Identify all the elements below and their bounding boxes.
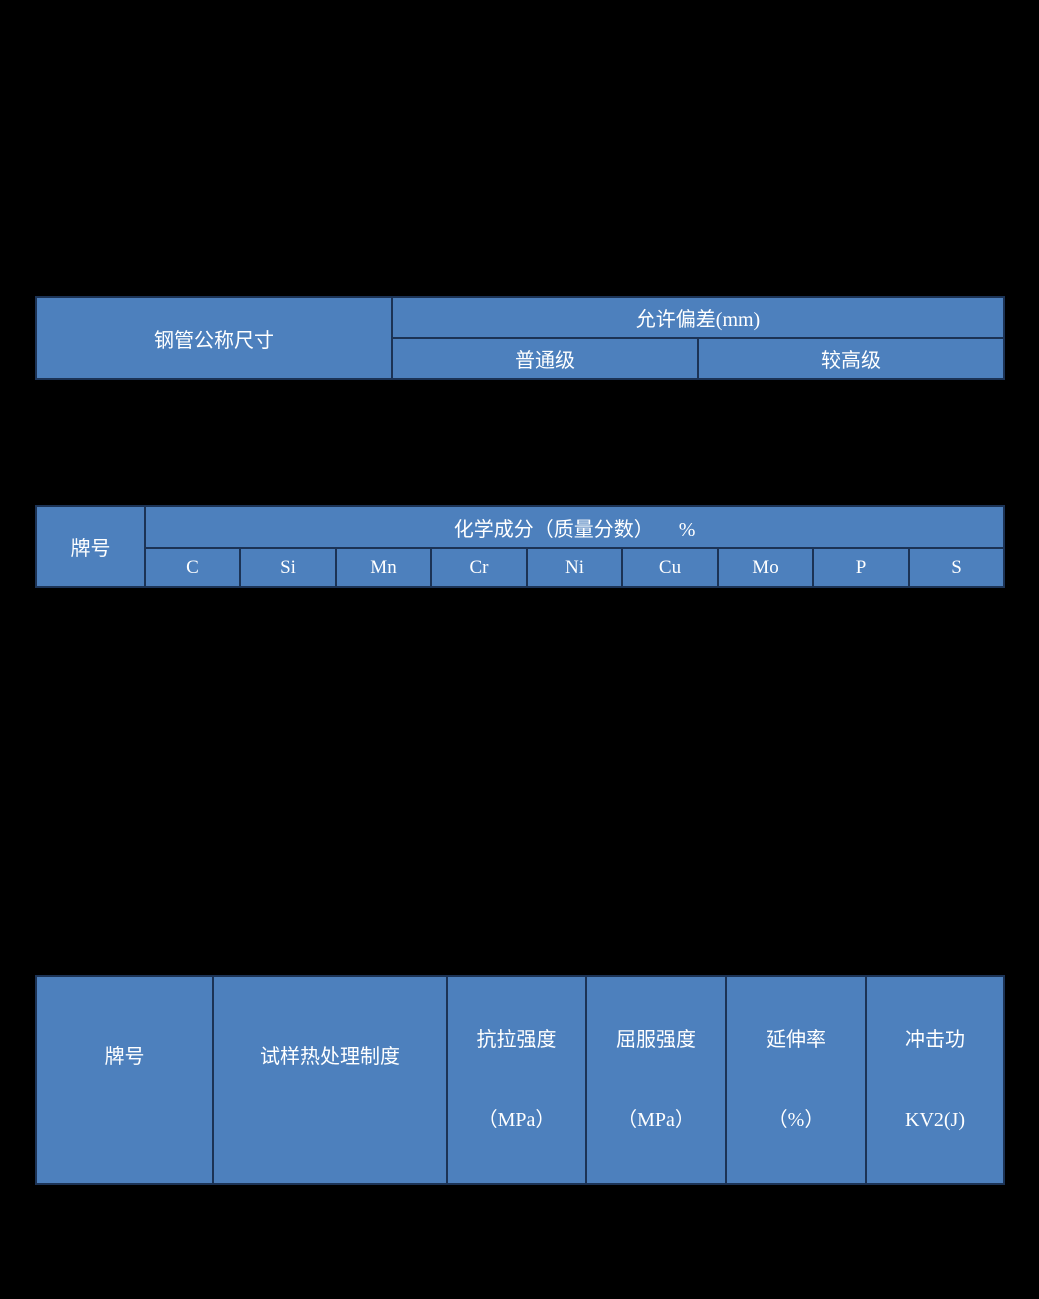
mech-grade-line1: 牌号 xyxy=(104,1046,145,1068)
cell-heat-treatment: 试样热处理制度 xyxy=(212,975,448,1185)
cell-element-c: C xyxy=(144,547,241,588)
cell-element-mn: Mn xyxy=(335,547,432,588)
cell-mech-grade: 牌号 xyxy=(35,975,214,1185)
cell-element-p: P xyxy=(812,547,910,588)
heat-treatment-line1: 试样热处理制度 xyxy=(260,1046,400,1068)
yield-strength-line1: 屈服强度 xyxy=(616,1029,696,1051)
cell-element-cu: Cu xyxy=(621,547,719,588)
cell-elongation: 延伸率 （%） xyxy=(725,975,867,1185)
yield-strength-line2: （MPa） xyxy=(617,1109,695,1131)
elongation-line1: 延伸率 xyxy=(766,1029,826,1051)
cell-deviation-header: 允许偏差(mm) xyxy=(391,296,1005,339)
cell-element-s: S xyxy=(907,547,1006,588)
impact-energy-line2: KV2(J) xyxy=(905,1109,965,1131)
cell-element-cr: Cr xyxy=(430,547,528,588)
cell-element-mo: Mo xyxy=(717,547,814,588)
cell-nominal-size: 钢管公称尺寸 xyxy=(35,296,393,380)
cell-grade-higher: 较高级 xyxy=(697,337,1005,380)
cell-element-si: Si xyxy=(239,547,337,588)
cell-element-ni: Ni xyxy=(526,547,623,588)
chemical-composition-table: 牌号 化学成分（质量分数） % C Si Mn Cr Ni Cu Mo P S xyxy=(35,505,1006,588)
cell-grade-ordinary: 普通级 xyxy=(391,337,699,380)
tensile-strength-line1: 抗拉强度 xyxy=(476,1029,557,1051)
cell-composition-header: 化学成分（质量分数） % xyxy=(143,505,1006,549)
impact-energy-line1: 冲击功 xyxy=(905,1029,965,1051)
cell-yield-strength: 屈服强度 （MPa） xyxy=(585,975,727,1185)
cell-grade-label: 牌号 xyxy=(35,505,146,588)
cell-impact-energy: 冲击功 KV2(J) xyxy=(865,975,1005,1185)
size-deviation-table: 钢管公称尺寸 允许偏差(mm) 普通级 较高级 xyxy=(35,296,1005,380)
cell-tensile-strength: 抗拉强度 （MPa） xyxy=(446,975,587,1185)
mechanical-properties-table: 牌号 试样热处理制度 抗拉强度 （MPa） 屈服强度 （MPa） 延伸率 （%）… xyxy=(35,975,1005,1185)
elongation-line2: （%） xyxy=(767,1109,825,1131)
tensile-strength-line2: （MPa） xyxy=(477,1109,556,1131)
